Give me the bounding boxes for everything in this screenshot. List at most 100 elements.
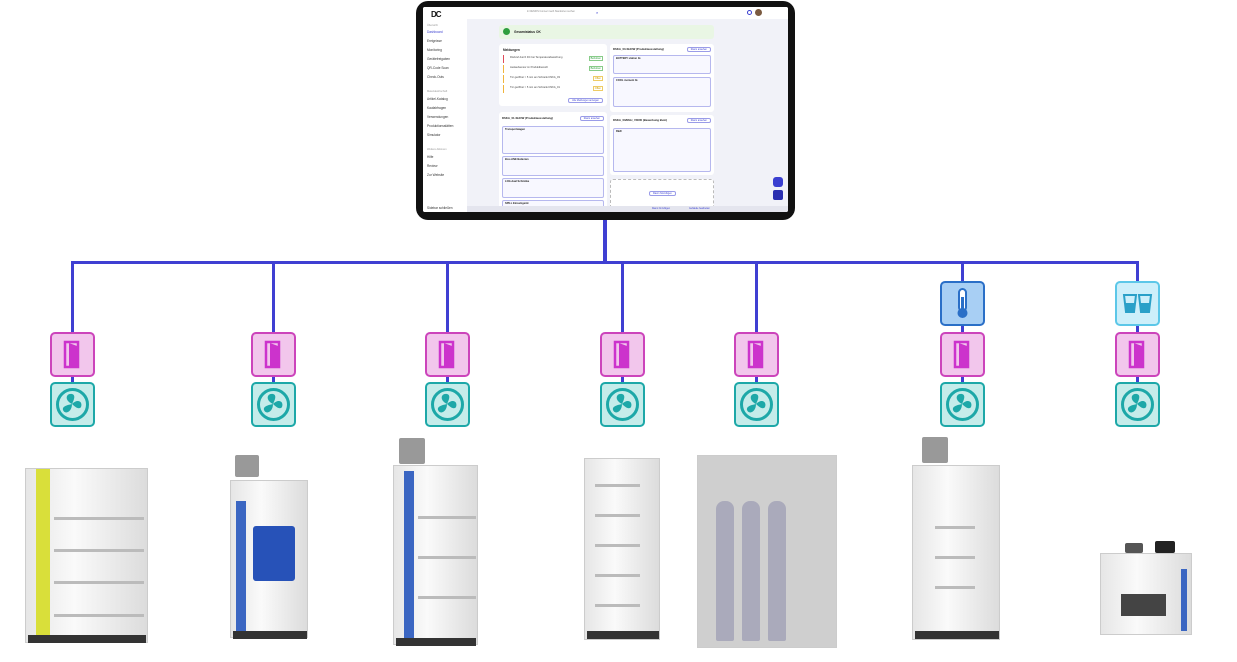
nav-device-approvals[interactable]: Gerätefreigaben (427, 57, 451, 61)
nav-sites[interactable]: Produktionsstätten (427, 124, 454, 128)
blue-door (236, 501, 246, 631)
search-input[interactable]: In DENIOS Connect nach Standorten suchen (527, 10, 575, 13)
message-badge: Offen (592, 76, 603, 81)
qr-code-button[interactable] (773, 190, 783, 200)
fan-sensor-icon[interactable] (939, 382, 985, 427)
message-text: Auslaufsensor im Produktbereich (510, 66, 549, 69)
sidebar: DC Übersicht Dashboard Ereignisse Monito… (423, 7, 467, 212)
message-item[interactable]: Auslaufsensor im Produktbereich Behoben (503, 65, 603, 73)
avatar[interactable] (755, 9, 762, 16)
safety-cabinet-yellow-door (25, 468, 148, 643)
dashboard-screen: DC Übersicht Dashboard Ereignisse Monito… (423, 7, 788, 212)
network-drop (620, 262, 624, 332)
container (1121, 594, 1166, 616)
view-room-button[interactable]: Raum ansehen (686, 47, 711, 52)
message-badge: Behoben (588, 66, 603, 71)
logo: DC (431, 10, 442, 19)
nav-usages[interactable]: Verwendungen (427, 115, 449, 119)
device-card[interactable]: Box-LINE Batterien (502, 156, 604, 176)
chat-button[interactable] (773, 177, 783, 187)
fan-sensor-icon[interactable] (424, 382, 470, 427)
monitoring-device (399, 438, 425, 464)
door-sensor-icon[interactable] (424, 332, 470, 377)
nav-section: Weitere Aktionen (427, 148, 447, 151)
status-banner: Gesamtstatus OK (499, 25, 714, 39)
device-card[interactable]: Transportwagen (502, 126, 604, 154)
footer-bar: Raum hinzufügen Gebäude bearbeiten (467, 206, 788, 212)
device-card[interactable]: COOL moment bt. (613, 77, 711, 107)
gas-cylinder-cabinet (697, 455, 837, 648)
add-room-area: Raum hinzufügen (610, 179, 714, 209)
device-name: R&D (616, 130, 622, 133)
message-badge: Offen (592, 86, 603, 91)
nav-catalog[interactable]: Artikel-Katalog (427, 97, 448, 101)
device-name: Transportwagen (505, 128, 526, 131)
network-drop (70, 262, 74, 332)
device-card[interactable]: BATTERY station bt. (613, 55, 711, 74)
room-panel: DSKA_01-SHOW (Produktausstellung) Raum a… (499, 112, 607, 212)
gas-cylinder (742, 501, 760, 641)
add-room-button[interactable]: Raum hinzufügen (649, 191, 676, 196)
nav-help[interactable]: Hilfe (427, 155, 434, 159)
device-card[interactable]: LOG-dual Schränke (502, 178, 604, 198)
panel-title: DSKA_03-SHOW (Produktausstellung) (613, 47, 664, 51)
nav-events[interactable]: Ereignisse (427, 39, 442, 43)
blue-door (404, 471, 414, 641)
view-room-button[interactable]: Raum ansehen (579, 116, 604, 121)
gas-cylinder (768, 501, 786, 641)
fan-sensor-icon[interactable] (250, 382, 296, 427)
nav-review[interactable]: Review (427, 164, 438, 168)
message-badge: Behoben (588, 56, 603, 61)
network-drop (271, 262, 275, 332)
room-panel: DSKA_03-SHOW (Produktausstellung) Raum a… (610, 44, 714, 112)
network-drop (1135, 262, 1139, 281)
panel-title: DSKA_01-SHOW (Produktausstellung) (502, 116, 553, 120)
temperature-sensor-icon[interactable] (939, 281, 985, 326)
panel-title: DSKA_03/MLH_V3000 (Bewerbung klein) (613, 118, 668, 122)
fan-sensor-icon[interactable] (733, 382, 779, 427)
messages-card: Meldungen Rückruf durch DC bei Temperatu… (499, 44, 607, 106)
drawer-cabinet (584, 458, 660, 640)
door-sensor-icon[interactable] (49, 332, 95, 377)
sensor-link (70, 332, 74, 427)
monitoring-device (1125, 543, 1143, 553)
footer-add-room[interactable]: Raum hinzufügen (652, 207, 671, 210)
message-text: Rückruf durch DC bei Temperaturabweichun… (510, 56, 563, 59)
nav-simulator[interactable]: Simulator (427, 133, 441, 137)
nav-monitoring[interactable]: Monitoring (427, 48, 442, 52)
door-sensor-icon[interactable] (250, 332, 296, 377)
device-name: Box-LINE Batterien (505, 158, 529, 161)
nav-purchase-requests[interactable]: Kaufabfragen (427, 106, 447, 110)
display-device (1155, 541, 1175, 553)
door-sensor-icon[interactable] (733, 332, 779, 377)
nav-website[interactable]: Zur Website (427, 173, 445, 177)
message-item[interactable]: Rückruf durch DC bei Temperaturabweichun… (503, 55, 603, 63)
door-sensor-icon[interactable] (599, 332, 645, 377)
fan-sensor-icon[interactable] (49, 382, 95, 427)
footer-edit-building[interactable]: Gebäude bearbeiten (689, 207, 710, 210)
gas-cylinder (716, 501, 734, 641)
all-messages-button[interactable]: Alle Meldungen anzeigen (568, 98, 603, 103)
message-item[interactable]: Tür geöffnet > 5 min am Schrank DSKA_03 O… (503, 75, 603, 83)
link-icon[interactable] (747, 10, 752, 15)
door-sensor-icon[interactable] (1114, 332, 1160, 377)
monitoring-device (235, 455, 259, 477)
fan-sensor-icon[interactable] (1114, 382, 1160, 427)
nav-dashboard[interactable]: Dashboard (427, 30, 443, 34)
check-icon (503, 28, 510, 35)
search-icon[interactable]: ⌕ (596, 10, 599, 15)
fan-sensor-icon[interactable] (599, 382, 645, 427)
room-panel: DSKA_03/MLH_V3000 (Bewerbung klein) Raum… (610, 115, 714, 175)
message-text: Tür geöffnet > 5 min am Schrank DSKA_03 (510, 76, 560, 79)
liquid-sensor-icon[interactable] (1114, 281, 1160, 326)
nav-checkouts[interactable]: Check-Outs (427, 75, 444, 79)
view-room-button[interactable]: Raum ansehen (686, 118, 711, 123)
monitoring-device (922, 437, 948, 463)
collapse-sidebar[interactable]: Sidebar schließen (427, 206, 453, 210)
device-card[interactable]: R&D (613, 128, 711, 172)
door-sensor-icon[interactable] (939, 332, 985, 377)
safety-cabinet-blue-door (393, 465, 478, 646)
drum-cabinet (230, 480, 308, 639)
nav-qr-scan[interactable]: QR-Code Scan (427, 66, 449, 70)
